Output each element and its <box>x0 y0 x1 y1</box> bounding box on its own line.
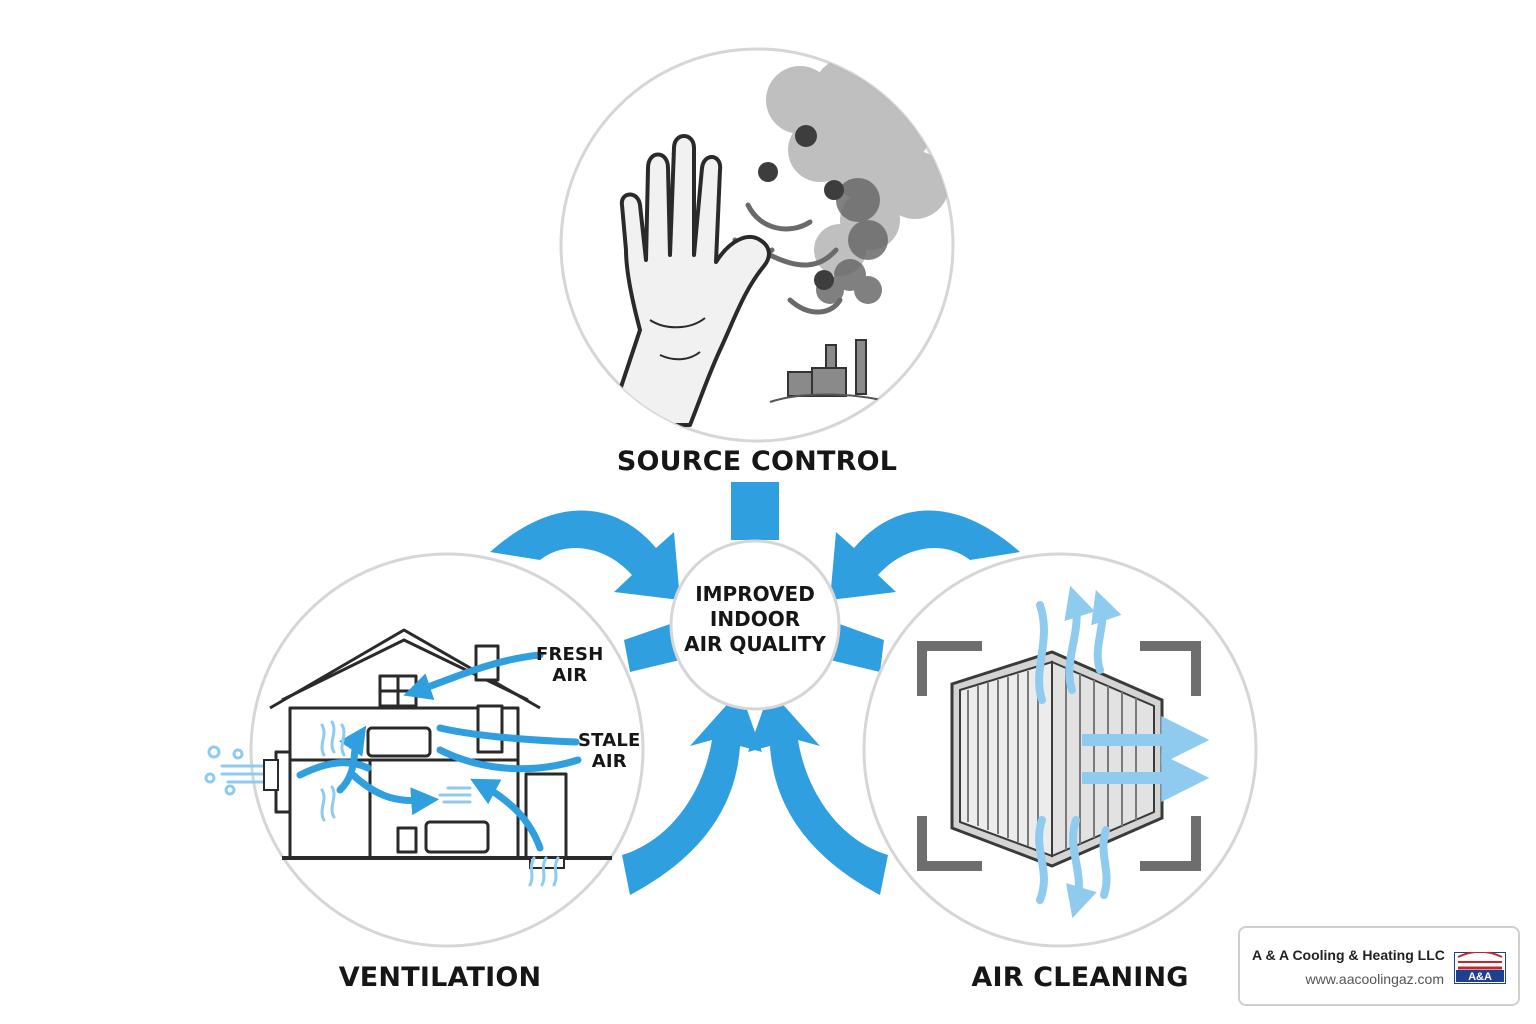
air-cleaning-label: AIR CLEANING <box>971 962 1189 993</box>
arrow-bottom-left <box>622 690 762 895</box>
fresh-air-line-2: AIR <box>552 665 588 686</box>
center-label: IMPROVED INDOOR AIR QUALITY <box>680 582 830 657</box>
factory-icon <box>787 339 867 397</box>
center-spoke-right <box>830 622 884 672</box>
brand-name: A & A Cooling & Heating LLC <box>1252 947 1445 963</box>
top-connector-bar <box>731 482 779 540</box>
stale-air-line-1: STALE <box>578 730 641 751</box>
stale-air-line-2: AIR <box>591 751 627 772</box>
arrow-bottom-right <box>748 690 888 895</box>
aa-logo-icon: A&A <box>1454 952 1506 984</box>
brand-url[interactable]: www.aacoolingaz.com <box>1305 971 1444 987</box>
center-circle <box>669 539 841 711</box>
hand-icon <box>613 134 771 427</box>
center-label-line-3: AIR QUALITY <box>684 632 826 656</box>
stale-air-label: STALE AIR <box>578 730 641 772</box>
ventilation-label: VENTILATION <box>338 962 542 993</box>
center-spoke-left <box>624 622 680 672</box>
center-label-line-1: IMPROVED <box>695 582 815 606</box>
brand-logo-text: A&A <box>1468 971 1492 983</box>
arrow-top-left <box>490 510 680 600</box>
air-filter-icon <box>917 585 1210 919</box>
fresh-air-line-1: FRESH <box>536 644 604 665</box>
arrow-top-right <box>830 510 1020 600</box>
house-airflow-icon <box>204 628 612 887</box>
brand-box: A & A Cooling & Heating LLC www.aacoolin… <box>1238 926 1520 1006</box>
source-control-label: SOURCE CONTROL <box>616 446 898 477</box>
fresh-air-label: FRESH AIR <box>536 644 603 686</box>
connector-arrows <box>490 482 1020 895</box>
center-label-line-2: INDOOR <box>709 607 801 631</box>
